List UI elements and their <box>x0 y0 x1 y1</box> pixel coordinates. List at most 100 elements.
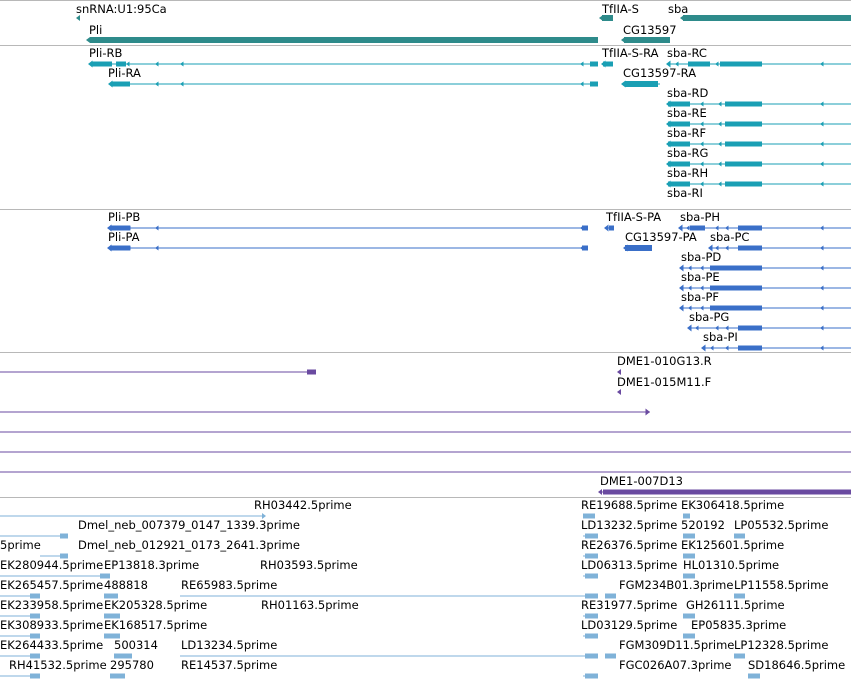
exon-block[interactable] <box>668 141 690 147</box>
est-label[interactable]: RH03442.5prime <box>254 498 352 512</box>
est-label[interactable]: GH26111.5prime <box>686 598 785 612</box>
est-label[interactable]: FGM234B01.3prime <box>619 578 734 592</box>
est-label[interactable]: RE14537.5prime <box>181 658 278 672</box>
est-label[interactable]: RE19688.5prime <box>581 498 678 512</box>
est-label[interactable]: LD13232.5prime <box>581 518 678 532</box>
est-block[interactable] <box>30 633 40 639</box>
est-label[interactable]: Dmel_neb_007379_0147_1339.3prime <box>78 518 300 532</box>
est-block[interactable] <box>30 653 40 659</box>
exon-block[interactable] <box>710 305 762 311</box>
exon-block[interactable] <box>112 81 130 87</box>
est-label[interactable]: EK280944.5prime <box>0 558 104 572</box>
protein-label[interactable]: TfIIA-S-PA <box>606 210 662 224</box>
est-label[interactable]: 488818 <box>104 578 148 592</box>
clone-label[interactable]: DME1-010G13.R <box>617 354 712 368</box>
est-block[interactable] <box>734 653 745 659</box>
exon-block[interactable] <box>725 161 762 167</box>
est-label[interactable]: EK265457.5prime <box>0 578 104 592</box>
protein-label[interactable]: Pli-PA <box>108 230 140 244</box>
est-block[interactable] <box>683 533 695 539</box>
est-block[interactable] <box>683 553 695 559</box>
est-block[interactable] <box>585 553 598 559</box>
est-block[interactable] <box>605 653 616 659</box>
transcript-label[interactable]: sba-RD <box>667 86 709 100</box>
exon-block[interactable] <box>668 181 690 187</box>
exon-block[interactable] <box>110 225 130 231</box>
est-block[interactable] <box>114 653 132 659</box>
est-block[interactable] <box>585 613 598 619</box>
est-label[interactable]: EK233958.5prime <box>0 598 104 612</box>
gene-label-pli[interactable]: Pli <box>89 23 103 37</box>
protein-label[interactable]: sba-PG <box>689 310 730 324</box>
clone-end[interactable] <box>307 369 316 375</box>
est-label[interactable]: EK168517.5prime <box>104 618 208 632</box>
exon-block[interactable] <box>668 101 690 107</box>
exon-block[interactable] <box>738 345 762 351</box>
protein-label[interactable]: sba-PC <box>710 230 750 244</box>
clone-label[interactable]: DME1-015M11.F <box>617 375 712 389</box>
est-block[interactable] <box>100 573 110 579</box>
exon-block[interactable] <box>116 61 126 67</box>
transcript-label[interactable]: sba-RC <box>667 46 707 60</box>
exon-block[interactable] <box>725 101 762 107</box>
est-label[interactable]: LP05532.5prime <box>734 518 829 532</box>
est-label[interactable]: LP11558.5prime <box>734 578 829 592</box>
est-block[interactable] <box>104 633 120 639</box>
exon-block[interactable] <box>668 161 690 167</box>
est-label[interactable]: EP05835.3prime <box>691 618 787 632</box>
est-label[interactable]: RH03593.5prime <box>260 558 358 572</box>
exon-block[interactable] <box>590 81 598 87</box>
gene-label-sba[interactable]: sba <box>668 2 689 16</box>
est-label[interactable]: FGM309D11.5prime <box>619 638 735 652</box>
exon-block[interactable] <box>690 225 705 231</box>
protein-label[interactable]: sba-PF <box>681 290 720 304</box>
protein-label[interactable]: sba-PE <box>681 270 720 284</box>
est-block[interactable] <box>60 553 68 559</box>
est-block[interactable] <box>748 673 760 679</box>
est-label[interactable]: LD06313.5prime <box>581 558 678 572</box>
est-block[interactable] <box>60 533 68 539</box>
est-label[interactable]: 295780 <box>110 658 154 672</box>
exon-block[interactable] <box>725 141 762 147</box>
est-block[interactable] <box>585 533 598 539</box>
est-block[interactable] <box>683 633 695 639</box>
est-label[interactable]: RE26376.5prime <box>581 538 678 552</box>
exon-block[interactable] <box>725 121 762 127</box>
est-label[interactable]: EK308933.5prime <box>0 618 104 632</box>
est-label[interactable]: 5prime <box>0 538 41 552</box>
protein-label[interactable]: CG13597-PA <box>625 230 697 244</box>
exon-block[interactable] <box>92 61 112 67</box>
exon-block[interactable] <box>738 225 762 231</box>
est-label[interactable]: RH41532.5prime <box>9 658 107 672</box>
gene-bar[interactable] <box>602 15 613 21</box>
est-label[interactable]: EK264433.5prime <box>0 638 104 652</box>
gene-bar[interactable] <box>624 37 670 43</box>
exon-block[interactable] <box>738 325 762 331</box>
est-label[interactable]: RH01163.5prime <box>261 598 359 612</box>
transcript-label[interactable]: sba-RF <box>667 126 707 140</box>
est-block[interactable] <box>585 573 598 579</box>
exon-block[interactable] <box>110 245 130 251</box>
est-label[interactable]: LD03129.5prime <box>581 618 678 632</box>
est-block[interactable] <box>585 653 598 659</box>
exon-block[interactable] <box>625 245 652 251</box>
est-block[interactable] <box>104 593 118 599</box>
exon-block[interactable] <box>582 245 588 251</box>
clone-end[interactable] <box>603 489 851 495</box>
est-block[interactable] <box>734 593 745 599</box>
est-label[interactable]: RE31977.5prime <box>581 598 678 612</box>
exon-block[interactable] <box>609 225 614 231</box>
est-block[interactable] <box>683 513 690 519</box>
protein-label[interactable]: sba-PH <box>680 210 721 224</box>
gene-bar[interactable] <box>90 37 598 43</box>
gene-label-cg13597[interactable]: CG13597 <box>623 23 677 37</box>
est-label[interactable]: Dmel_neb_012921_0173_2641.3prime <box>78 538 300 552</box>
exon-block[interactable] <box>625 81 658 87</box>
clone-label[interactable]: DME1-007D13 <box>600 474 683 488</box>
exon-block[interactable] <box>710 265 762 271</box>
est-block[interactable] <box>583 513 595 519</box>
exon-block[interactable] <box>668 121 690 127</box>
est-label[interactable]: SD18646.5prime <box>748 658 846 672</box>
protein-label[interactable]: sba-PD <box>681 250 722 264</box>
est-block[interactable] <box>104 613 120 619</box>
